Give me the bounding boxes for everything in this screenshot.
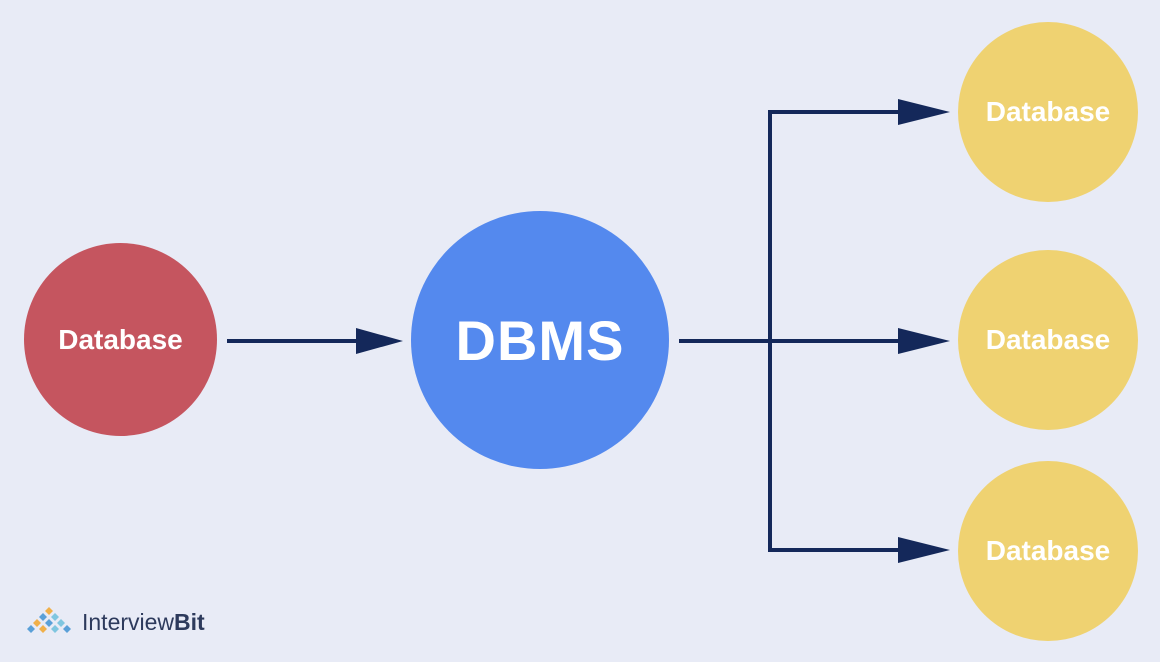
brand-name-part2: Bit	[174, 608, 205, 635]
target-database-node-2: Database	[958, 250, 1138, 430]
brand-watermark: InterviewBit	[22, 605, 205, 639]
brand-name-part1: Interview	[82, 608, 175, 635]
dbms-label: DBMS	[455, 308, 625, 372]
target-database-label-1: Database	[985, 96, 1111, 127]
brand-logo-icon	[27, 607, 71, 633]
arrowhead-to-target-2	[898, 328, 950, 354]
arrowhead-to-target-1	[898, 99, 950, 125]
arrowhead-to-target-3	[898, 537, 950, 563]
arrowhead-to-dbms	[356, 328, 403, 354]
source-database-label: Database	[58, 323, 183, 355]
target-database-label-2: Database	[985, 324, 1111, 355]
target-database-node-3: Database	[958, 461, 1138, 641]
dbms-node: DBMS	[411, 211, 669, 469]
brand-name: InterviewBit	[82, 609, 205, 636]
target-database-label-3: Database	[985, 535, 1111, 566]
target-database-node-1: Database	[958, 22, 1138, 202]
source-database-node: Database	[24, 243, 217, 436]
